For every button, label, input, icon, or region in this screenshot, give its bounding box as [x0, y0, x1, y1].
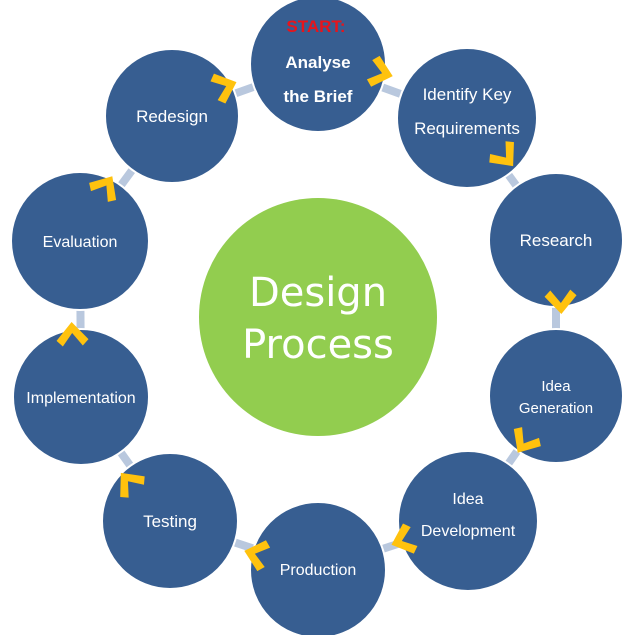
node-label-analyse-brief-line1: Analyse — [285, 53, 350, 72]
chevron-icon — [366, 55, 393, 87]
node-label-idea-generation-line2: Generation — [519, 400, 593, 417]
node-label-idea-generation-line1: Idea — [541, 378, 571, 395]
node-circle-redesign — [104, 48, 240, 184]
chevron-icon — [391, 523, 418, 554]
node-label-idea-development-line2: Development — [421, 523, 516, 540]
node-circle-testing — [101, 452, 239, 590]
arrow-chevron-3 — [544, 289, 577, 314]
start-label: START: — [286, 17, 345, 36]
node-analyse-brief: Analyse the Brief — [249, 0, 387, 133]
chevron-icon — [513, 427, 541, 453]
node-label-research-line1: Research — [520, 231, 593, 250]
arrow-chevron-8 — [56, 322, 89, 347]
arrow-chevron-5 — [391, 523, 418, 554]
node-circle-idea-development — [397, 450, 539, 592]
chevron-icon — [89, 176, 117, 202]
node-circle-analyse-brief — [249, 0, 387, 133]
node-label-identify-key-requirements-line1: Identify Key — [423, 85, 512, 104]
cycle-nodes: Analyse the Brief Identify KeyRequirements… — [10, 0, 624, 635]
center-title-line2: Process — [242, 322, 394, 368]
node-circle-implementation — [12, 328, 150, 466]
node-circle-production — [249, 501, 387, 635]
node-circle-identify-key-requirements — [396, 47, 538, 189]
node-label-analyse-brief-line2: the Brief — [284, 87, 353, 106]
center-node: Design Process — [199, 198, 437, 436]
node-label-implementation-line1: Implementation — [26, 390, 135, 407]
arrow-chevron-7 — [120, 472, 145, 498]
node-circle-evaluation — [10, 171, 150, 311]
chevron-icon — [544, 289, 577, 314]
center-title-line1: Design — [249, 270, 387, 316]
cycle-arrows — [56, 55, 577, 572]
chevron-icon — [489, 141, 514, 167]
arrow-chevron-4 — [513, 427, 541, 453]
node-label-redesign-line1: Redesign — [136, 107, 208, 126]
node-redesign: Redesign — [104, 48, 240, 184]
node-label-production-line1: Production — [280, 562, 357, 579]
arrow-chevron-2 — [489, 141, 514, 167]
node-label-identify-key-requirements-line2: Requirements — [414, 119, 520, 138]
arrow-chevron-1 — [366, 55, 393, 87]
node-circle-idea-generation — [488, 328, 624, 464]
node-label-evaluation-line1: Evaluation — [43, 234, 118, 251]
chevron-icon — [244, 540, 271, 572]
node-testing: Testing — [101, 452, 239, 590]
node-label-idea-development-line1: Idea — [452, 491, 483, 508]
node-research: Research — [488, 172, 624, 308]
node-implementation: Implementation — [12, 328, 150, 466]
arrow-chevron-10 — [210, 73, 237, 104]
arrow-chevron-9 — [89, 176, 117, 202]
center-circle — [199, 198, 437, 436]
chevron-icon — [120, 472, 145, 498]
chevron-icon — [56, 322, 89, 347]
node-production: Production — [249, 501, 387, 635]
chevron-icon — [210, 73, 237, 104]
node-label-testing-line1: Testing — [143, 512, 197, 531]
node-evaluation: Evaluation — [10, 171, 150, 311]
arrow-chevron-6 — [244, 540, 271, 572]
